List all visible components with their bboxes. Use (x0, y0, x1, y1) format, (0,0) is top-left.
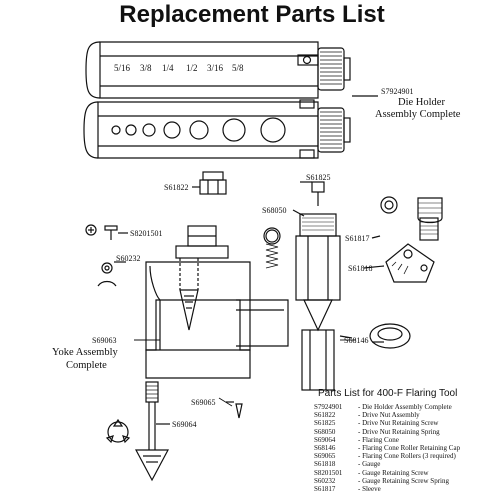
parts-list-row: S60232- Gauge Retaining Screw Spring (314, 476, 449, 485)
callout-s61817: S61817 (345, 234, 370, 243)
parts-list-title: Parts List for 400-F Flaring Tool (318, 388, 458, 399)
size-1-2: 1/2 (186, 63, 198, 73)
parts-list-row: S61817- Sleeve (314, 485, 381, 494)
parts-list-row: S68146- Flaring Cone Roller Retaining Ca… (314, 444, 461, 453)
callout-s8201501: S8201501 (130, 229, 163, 238)
gauge-part (363, 243, 435, 349)
callout-s61822: S61822 (164, 183, 189, 192)
drive-nut-cross-section (295, 213, 353, 391)
callout-s61825: S61825 (306, 173, 331, 182)
parts-list-row: S68050- Drive Nut Retaining Spring (314, 427, 440, 436)
leader-lines (134, 339, 356, 407)
size-3-8: 3/8 (140, 63, 152, 73)
drive-nut-part (192, 171, 227, 195)
callout-s68146: S68146 (344, 336, 369, 345)
size-3-16: 3/16 (207, 63, 224, 73)
parts-list-row: S61825- Drive Nut Retaining Screw (314, 419, 439, 428)
die-holder-top-view (85, 41, 351, 99)
callout-s69063: S69063 (92, 336, 117, 345)
callout-s60232: S60232 (116, 254, 141, 263)
yoke-assembly-drawing (145, 225, 289, 379)
size-5-8: 5/8 (232, 63, 244, 73)
page-title: Replacement Parts List (119, 1, 385, 28)
parts-list-row: S69064- Flaring Cone (314, 435, 399, 444)
sleeve-part (371, 196, 443, 241)
parts-list: S7924901- Die Holder Assembly Complete S… (314, 403, 460, 493)
size-1-4: 1/4 (162, 63, 174, 73)
die-holder-label-line1: Die Holder (398, 97, 445, 108)
flaring-cone-part (105, 381, 243, 482)
callout-s61818: S61818 (348, 264, 373, 273)
die-holder-label-line2: Assembly Complete (375, 109, 461, 120)
gauge-screw-part (85, 224, 128, 287)
die-holder-part-number: S7924901 (381, 87, 414, 96)
parts-list-row: S7924901- Die Holder Assembly Complete (314, 403, 452, 411)
die-holder-side-view (83, 95, 378, 159)
yoke-assembly-label-line2: Complete (66, 360, 107, 371)
parts-list-row: S8201501- Gauge Retaining Screw (314, 468, 429, 477)
callout-s68050: S68050 (262, 206, 287, 215)
size-5-16: 5/16 (114, 63, 131, 73)
callout-s69064: S69064 (172, 420, 197, 429)
yoke-assembly-label-line1: Yoke Assembly (52, 347, 118, 358)
callout-s69065: S69065 (191, 398, 216, 407)
parts-list-row: S69065- Flaring Cone Rollers (3 required… (314, 452, 456, 461)
parts-list-row: S61822- Drive Nut Assembly (314, 411, 420, 420)
drive-nut-screw-part (263, 181, 325, 269)
parts-list-row: S61818- Gauge (314, 460, 381, 469)
